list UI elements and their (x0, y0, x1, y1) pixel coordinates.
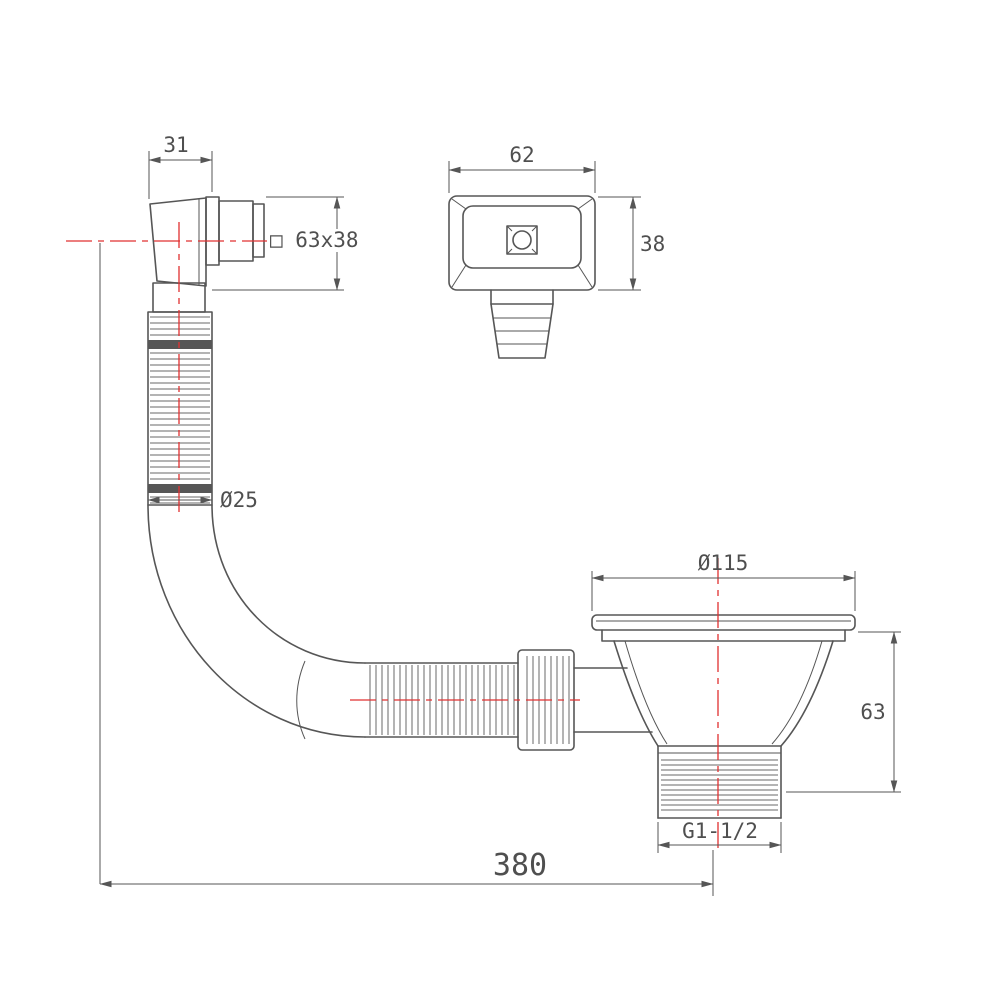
strainer-thread (657, 745, 782, 819)
dim-label-hose-diameter: Ø25 (220, 488, 258, 512)
dim-overall-length: 380 (99, 243, 714, 896)
dim-label-overall-length: 380 (493, 848, 547, 883)
dim-thread-size: G1-1/2 (657, 819, 782, 853)
overflow-barbed-outlet (490, 289, 554, 359)
hose-break-mark (296, 660, 306, 740)
overflow-inlet-front-view (448, 195, 596, 359)
dim-label-elbow-width: 31 (163, 133, 188, 157)
dim-elbow-section: □ 63x38 (212, 196, 359, 291)
dim-label-strainer-diameter: Ø115 (698, 551, 749, 575)
dim-hose-diameter: Ø25 (147, 488, 258, 512)
strainer-flange (591, 614, 856, 631)
flexible-hose (147, 504, 653, 751)
dim-label-strainer-height: 63 (860, 700, 885, 724)
dim-label-thread-size: G1-1/2 (682, 819, 758, 843)
overflow-elbow-side-view (147, 196, 265, 506)
dim-overflow-height: 38 (598, 196, 665, 291)
dim-overflow-width: 62 (448, 143, 596, 193)
overflow-screw-hole (512, 230, 532, 250)
basket-strainer-view (591, 614, 856, 819)
dim-strainer-height: 63 (786, 631, 901, 793)
dim-elbow-width: 31 (148, 133, 213, 199)
dim-label-overflow-height: 38 (640, 232, 665, 256)
dim-label-elbow-section: □ 63x38 (270, 228, 359, 252)
overflow-screw-boss (506, 225, 538, 255)
corrugated-hose-vertical (147, 311, 213, 506)
strainer-bowl (613, 640, 659, 747)
dim-strainer-diameter: Ø115 (591, 551, 856, 611)
dim-label-overflow-width: 62 (509, 143, 534, 167)
centerlines (66, 222, 719, 852)
dimensions: 31 □ 63x38 Ø25 62 38 (99, 133, 901, 896)
